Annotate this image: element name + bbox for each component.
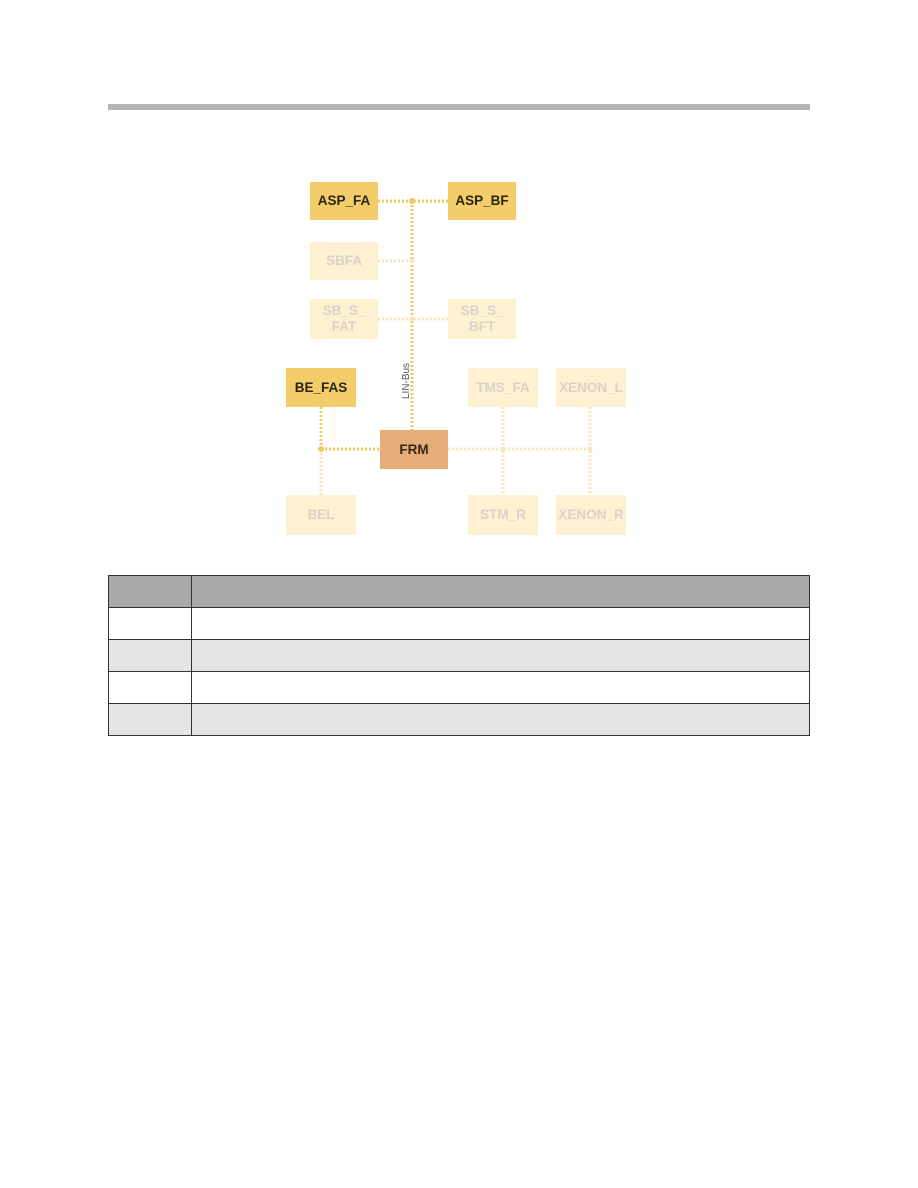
- table-row: [108, 607, 810, 640]
- node-tms-fa: TMS_FA: [468, 368, 538, 407]
- table-row: [108, 639, 810, 672]
- node-asp-bf: ASP_BF: [448, 182, 516, 220]
- table-cell: [108, 703, 192, 736]
- junction-dot-sbfa: [409, 258, 415, 264]
- table-cell: [191, 703, 810, 736]
- table-row: [108, 703, 810, 736]
- node-xenon-l: XENON_L: [556, 368, 626, 407]
- node-frm: FRM: [380, 430, 448, 469]
- table-cell: [191, 639, 810, 672]
- node-asp-fa: ASP_FA: [310, 182, 378, 220]
- bus-lines: [318, 198, 593, 495]
- table-header-row: [108, 575, 810, 608]
- junction-dot-xenon: [587, 446, 593, 452]
- table-header-cell: [108, 575, 192, 608]
- junction-dot-tms: [500, 446, 506, 452]
- node-sb-s-fat: SB_S_ FAT: [310, 299, 378, 339]
- node-xenon-r: XENON_R: [556, 495, 626, 535]
- lin-bus-diagram: ASP_FA ASP_BF SBFA SB_S_ FAT SB_S_ BFT B…: [0, 0, 918, 560]
- header-rule: [108, 104, 810, 110]
- table-cell: [108, 671, 192, 704]
- junction-dot-be-fas: [318, 446, 324, 452]
- bus-label: LIN-Bus: [401, 362, 412, 400]
- table-header-cell: [191, 575, 810, 608]
- table-cell: [108, 607, 192, 640]
- node-sbfa: SBFA: [310, 242, 378, 280]
- junction-dot-top: [409, 198, 415, 204]
- node-bel: BEL: [286, 495, 356, 535]
- node-stm-r: STM_R: [468, 495, 538, 535]
- table-cell: [191, 671, 810, 704]
- junction-dot-sb-s: [409, 316, 415, 322]
- table-cell: [191, 607, 810, 640]
- node-be-fas: BE_FAS: [286, 368, 356, 407]
- table-cell: [108, 639, 192, 672]
- legend-table: [108, 575, 810, 736]
- table-row: [108, 671, 810, 704]
- node-sb-s-bft: SB_S_ BFT: [448, 299, 516, 339]
